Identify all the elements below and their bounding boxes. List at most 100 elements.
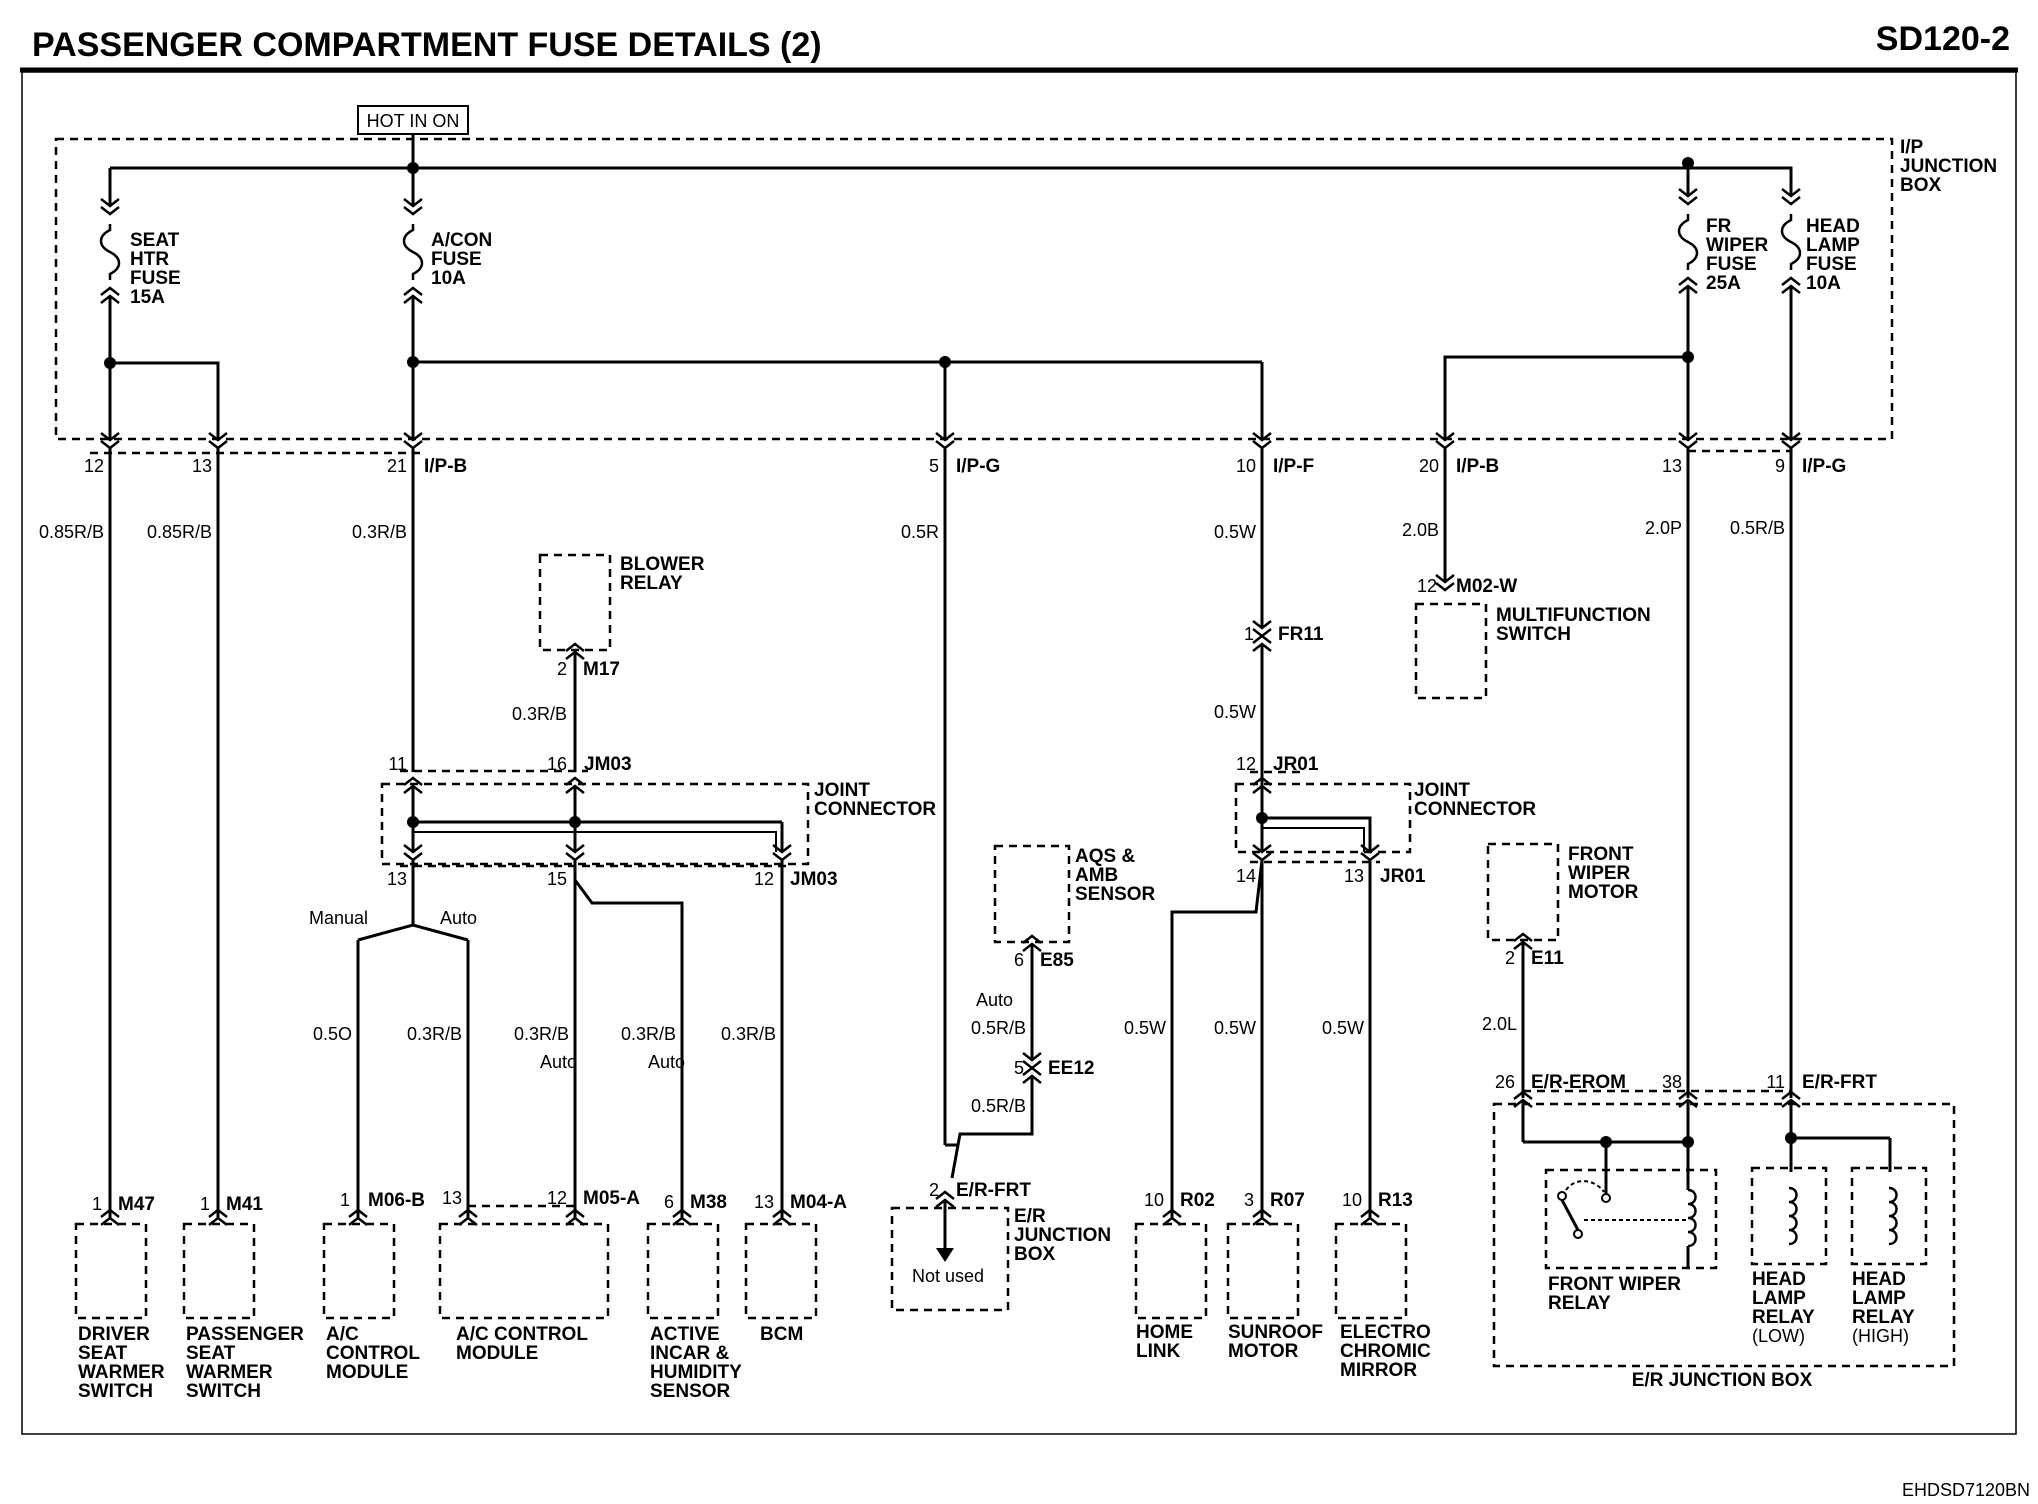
connector-id: M04-A — [790, 1192, 847, 1213]
connector-id: R07 — [1270, 1190, 1305, 1211]
pin-number: 5 — [1014, 1058, 1024, 1078]
front-wiper-motor-box — [1486, 842, 1560, 942]
diagram-code: SD120-2 — [1876, 20, 2010, 58]
pin-number: 21 — [387, 456, 407, 476]
seat-htr-branch — [110, 361, 220, 440]
blower-relay-label: BLOWER — [620, 554, 705, 575]
fuse-label: HEAD — [1806, 216, 1860, 237]
fuse-label: WIPER — [1706, 235, 1769, 256]
connector-id: JR01 — [1273, 754, 1319, 775]
fuse-label: LAMP — [1806, 235, 1860, 256]
er-junction-box — [1492, 1102, 1956, 1368]
wire-spec: 2.0B — [1402, 520, 1439, 540]
pin-number: 13 — [754, 1192, 774, 1212]
multifunction-label: MULTIFUNCTION — [1496, 605, 1651, 626]
component-label: BCM — [760, 1324, 803, 1345]
hot-in-on-label: HOT IN ON — [367, 111, 460, 131]
component-bcm: 13 M04-A BCM — [744, 1192, 847, 1345]
component-label: SWITCH — [78, 1381, 153, 1402]
pin-number: 20 — [1419, 456, 1439, 476]
fuse-symbol — [402, 222, 424, 282]
manual-auto-split — [357, 923, 469, 942]
component-driver-seat-warmer-switch: 1 M47 DRIVER SEAT WARMER SWITCH — [74, 1194, 165, 1402]
fuse-label: SEAT — [130, 230, 180, 251]
pin-number: 3 — [1244, 1190, 1254, 1210]
relay-contact — [1601, 1193, 1611, 1203]
connector-id: EE12 — [1048, 1058, 1094, 1079]
connector-id: I/P-G — [956, 456, 1000, 477]
relay-contact — [1560, 1199, 1580, 1231]
arrow-down-icon — [936, 1248, 954, 1262]
splice-dot — [1785, 1132, 1797, 1144]
note-manual: Manual — [309, 908, 368, 928]
pin-number: 6 — [664, 1192, 674, 1212]
pin-number: 12 — [1417, 576, 1437, 596]
ip-junction-box-label-1: I/P — [1900, 137, 1924, 158]
connector-id: M38 — [690, 1192, 727, 1213]
fuse-symbol — [1780, 212, 1802, 272]
splice-dot — [569, 816, 581, 828]
wire-spec: 0.85R/B — [39, 522, 104, 542]
component-label: CHROMIC — [1340, 1341, 1431, 1362]
connector-id: M41 — [226, 1194, 263, 1215]
wire-aqs-er — [950, 1076, 1034, 1179]
component-label: MIRROR — [1340, 1360, 1417, 1381]
blower-relay-label: RELAY — [620, 573, 683, 594]
component-label: MODULE — [326, 1362, 408, 1383]
wire-spec: 0.5W — [1214, 522, 1256, 542]
fuse-label: FUSE — [1806, 254, 1857, 275]
splice-dot — [1682, 351, 1694, 363]
wire-home-link — [1170, 859, 1264, 1218]
joint-right-bus — [1262, 827, 1365, 852]
head-lamp-relay-high-label: HEAD — [1852, 1269, 1906, 1290]
component-ac-control-module-auto: 13 12 M05-A A/C CONTROL MODULE — [438, 1188, 640, 1364]
component-label: A/C — [326, 1324, 359, 1345]
pin-number: 1 — [1244, 624, 1254, 644]
pin-number: 26 — [1495, 1072, 1515, 1092]
pin-number: 11 — [1766, 1072, 1785, 1092]
front-wiper-motor-label: FRONT — [1568, 844, 1634, 865]
fuse-label: 15A — [130, 287, 165, 308]
wire-spec: 0.3R/B — [514, 1024, 569, 1044]
component-label: ACTIVE — [650, 1324, 720, 1345]
fuse-label: HTR — [130, 249, 169, 270]
connector-id: R13 — [1378, 1190, 1413, 1211]
connector-id: I/P-B — [424, 456, 467, 477]
front-wiper-relay-label: RELAY — [1548, 1293, 1611, 1314]
er-junction-label: E/R — [1014, 1206, 1046, 1227]
ip-junction-box-label-2: JUNCTION — [1900, 156, 1997, 177]
connector-id: M47 — [118, 1194, 155, 1215]
connector-id: JR01 — [1380, 866, 1426, 887]
head-lamp-relay-low-label: HEAD — [1752, 1269, 1806, 1290]
wire-spec: 0.85R/B — [147, 522, 212, 542]
splice-dot — [104, 357, 116, 369]
head-lamp-relay-high-label: LAMP — [1852, 1288, 1906, 1309]
pin-number: 16 — [547, 754, 567, 774]
wire-spec: 0.3R/B — [721, 1024, 776, 1044]
front-wiper-relay-box — [1544, 1168, 1718, 1270]
component-label: A/C CONTROL — [456, 1324, 588, 1345]
fuse-label: FUSE — [1706, 254, 1757, 275]
multifunction-switch-box — [1414, 602, 1488, 700]
blower-relay-box — [538, 553, 612, 652]
note-auto: Auto — [540, 1052, 577, 1072]
splice-dot — [407, 816, 419, 828]
pin-number: 2 — [1505, 948, 1515, 968]
er-junction-box-small — [890, 1206, 1010, 1312]
head-fuse-feed — [1688, 166, 1793, 196]
component-label: INCAR & — [650, 1343, 729, 1364]
component-passenger-seat-warmer-switch: 1 M41 PASSENGER SEAT WARMER SWITCH — [182, 1194, 304, 1402]
head-lamp-relay-low-label: LAMP — [1752, 1288, 1806, 1309]
note-auto: Auto — [648, 1052, 685, 1072]
connector-id: M17 — [583, 659, 620, 680]
component-label: SUNROOF — [1228, 1322, 1323, 1343]
connector-id: I/P-G — [1802, 456, 1846, 477]
relay-contact — [1565, 1180, 1605, 1193]
pin-number: 13 — [442, 1188, 462, 1208]
pin-number: 15 — [547, 869, 567, 889]
pin-number: 2 — [929, 1180, 939, 1200]
joint-connector-label: CONNECTOR — [1414, 799, 1536, 820]
pin-number: 10 — [1342, 1190, 1362, 1210]
head-lamp-relay-low-label: (LOW) — [1752, 1326, 1805, 1346]
